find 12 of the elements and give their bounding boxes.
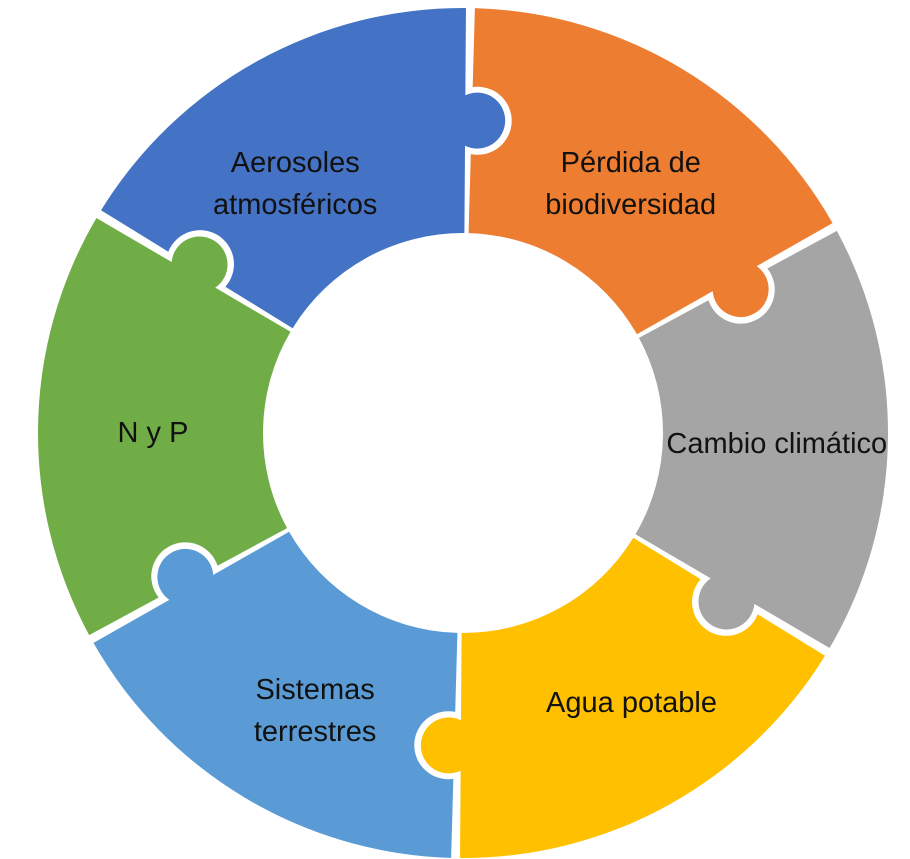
puzzle-piece xyxy=(635,230,888,649)
segment-label: Agua potable xyxy=(545,686,718,721)
puzzle-piece xyxy=(101,8,506,329)
segment-label: Sistemas terrestres xyxy=(252,673,378,750)
segment-label: N y P xyxy=(116,416,190,451)
puzzle-piece xyxy=(420,537,825,858)
segment-label: Pérdida de biodiversidad xyxy=(544,146,718,224)
puzzle-piece xyxy=(468,8,833,335)
segment-label: Aerosoles atmosféricos xyxy=(212,146,378,224)
puzzle-piece xyxy=(38,217,291,636)
puzzle-piece xyxy=(93,531,458,858)
segment-label: Cambio climático xyxy=(665,426,888,462)
